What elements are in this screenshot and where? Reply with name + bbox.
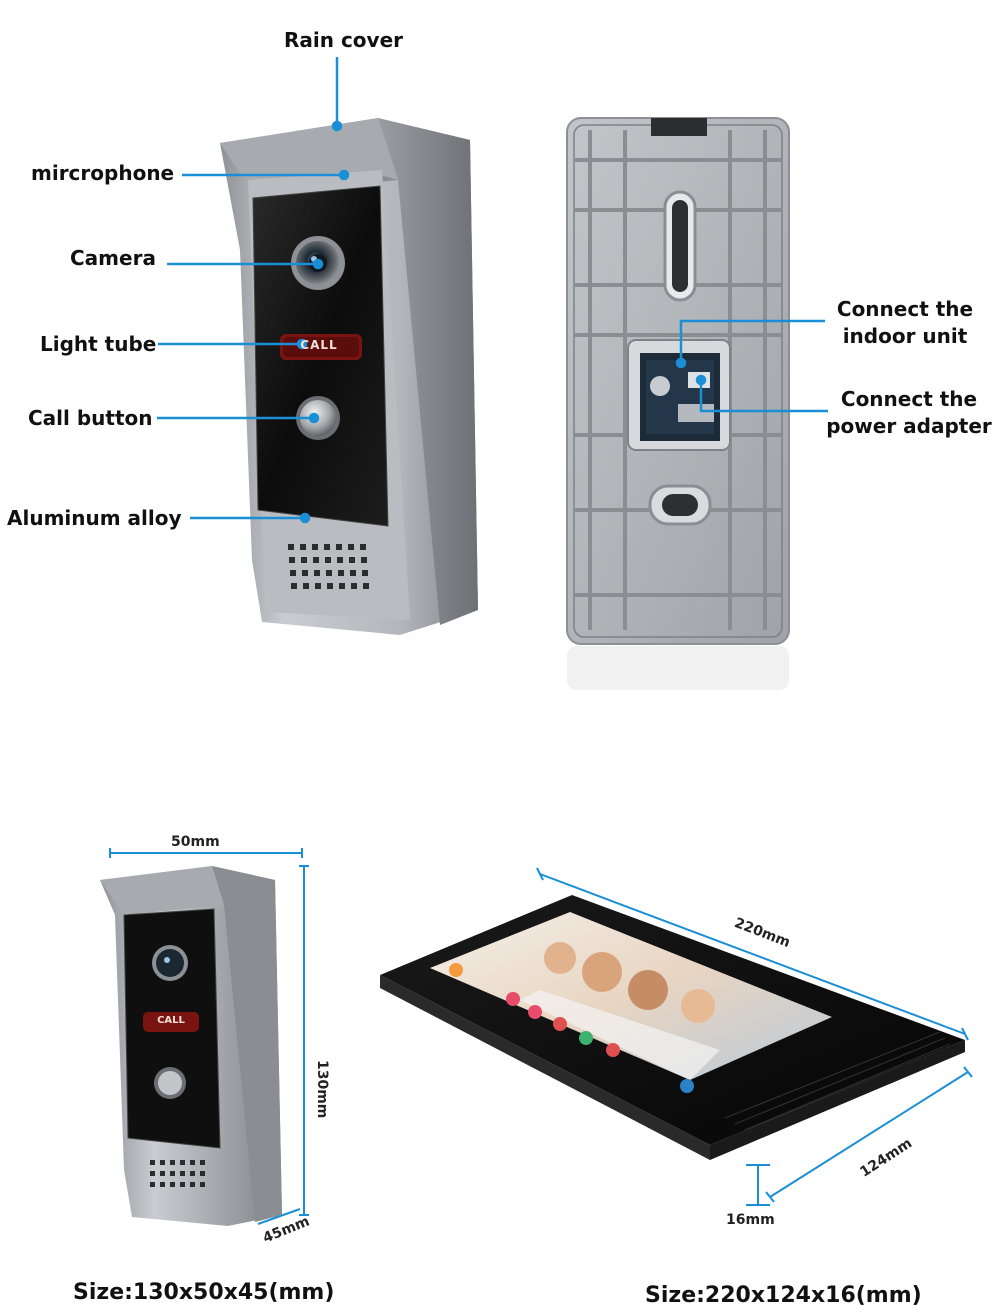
grille-hole bbox=[360, 544, 366, 550]
small-grille-hole bbox=[200, 1182, 205, 1187]
small-grille-hole bbox=[150, 1171, 155, 1176]
grille-hole bbox=[288, 544, 294, 550]
label-connect-indoor: Connect the indoor unit bbox=[830, 297, 980, 348]
outdoor-unit-small bbox=[100, 866, 282, 1226]
small-grille-hole bbox=[170, 1160, 175, 1165]
small-grille-hole bbox=[150, 1182, 155, 1187]
grille-hole bbox=[363, 583, 369, 589]
label-connect-power: Connect the power adapter bbox=[826, 387, 992, 438]
small-grille-hole bbox=[200, 1160, 205, 1165]
label-call-button: Call button bbox=[28, 406, 153, 430]
small-call-badge-text: CALL bbox=[157, 1015, 185, 1026]
label-microphone: mircrophone bbox=[31, 161, 175, 185]
small-grille-hole bbox=[180, 1182, 185, 1187]
callout-lines bbox=[157, 57, 828, 524]
grille-hole bbox=[351, 583, 357, 589]
label-rain-cover: Rain cover bbox=[284, 28, 404, 52]
small-grille-hole bbox=[150, 1160, 155, 1165]
grille-hole bbox=[314, 570, 320, 576]
dim-outdoor-height: 130mm bbox=[314, 1060, 330, 1119]
grille-hole bbox=[301, 557, 307, 563]
label-camera: Camera bbox=[70, 246, 156, 270]
grille-hole bbox=[338, 570, 344, 576]
grille-hole bbox=[350, 570, 356, 576]
label-connect-indoor-line2: indoor unit bbox=[842, 324, 968, 348]
grille-hole bbox=[289, 557, 295, 563]
small-grille-hole bbox=[190, 1171, 195, 1176]
grille-hole bbox=[336, 544, 342, 550]
grille-hole bbox=[290, 570, 296, 576]
dim-outdoor-depth: 45mm bbox=[260, 1213, 312, 1247]
grille-hole bbox=[339, 583, 345, 589]
small-grille-hole bbox=[160, 1182, 165, 1187]
dimension-lines bbox=[109, 848, 973, 1225]
grille-hole bbox=[291, 583, 297, 589]
label-connect-power-line1: Connect the bbox=[840, 387, 978, 411]
small-grille-hole bbox=[170, 1171, 175, 1176]
label-connect-indoor-line1: Connect the bbox=[836, 297, 974, 321]
back-plate-reflection bbox=[567, 646, 789, 690]
grille-hole bbox=[362, 570, 368, 576]
grille-hole bbox=[327, 583, 333, 589]
small-grille-hole bbox=[180, 1160, 185, 1165]
outdoor-unit-back-plate bbox=[566, 117, 790, 645]
dim-monitor-depth: 16mm bbox=[726, 1212, 775, 1228]
grille-hole bbox=[337, 557, 343, 563]
outdoor-unit-front-illustration bbox=[157, 57, 828, 690]
grille-hole bbox=[302, 570, 308, 576]
label-aluminum-alloy: Aluminum alloy bbox=[7, 506, 182, 530]
grille-hole bbox=[349, 557, 355, 563]
dim-monitor-height: 124mm bbox=[857, 1135, 916, 1181]
small-grille-hole bbox=[190, 1182, 195, 1187]
small-grille-hole bbox=[180, 1171, 185, 1176]
grille-hole bbox=[324, 544, 330, 550]
dim-outdoor-width: 50mm bbox=[171, 834, 220, 850]
grille-hole bbox=[313, 557, 319, 563]
size-outdoor-caption: Size:130x50x45(mm) bbox=[73, 1280, 335, 1305]
grille-hole bbox=[315, 583, 321, 589]
grille-hole bbox=[303, 583, 309, 589]
grille-hole bbox=[348, 544, 354, 550]
grille-hole bbox=[325, 557, 331, 563]
small-grille-hole bbox=[170, 1182, 175, 1187]
label-light-tube: Light tube bbox=[40, 332, 157, 356]
small-grille bbox=[150, 1160, 205, 1187]
size-monitor-caption: Size:220x124x16(mm) bbox=[645, 1283, 922, 1308]
grille-hole bbox=[312, 544, 318, 550]
grille-hole bbox=[326, 570, 332, 576]
small-grille-hole bbox=[160, 1160, 165, 1165]
grille-hole bbox=[300, 544, 306, 550]
small-grille-hole bbox=[200, 1171, 205, 1176]
dim-monitor-width: 220mm bbox=[732, 915, 793, 951]
call-badge-text: CALL bbox=[300, 338, 338, 352]
speaker-grille-dots bbox=[288, 544, 369, 589]
small-grille-hole bbox=[190, 1160, 195, 1165]
small-grille-hole bbox=[160, 1171, 165, 1176]
grille-hole bbox=[361, 557, 367, 563]
indoor-monitor bbox=[380, 895, 965, 1160]
label-connect-power-line2: power adapter bbox=[826, 414, 992, 438]
